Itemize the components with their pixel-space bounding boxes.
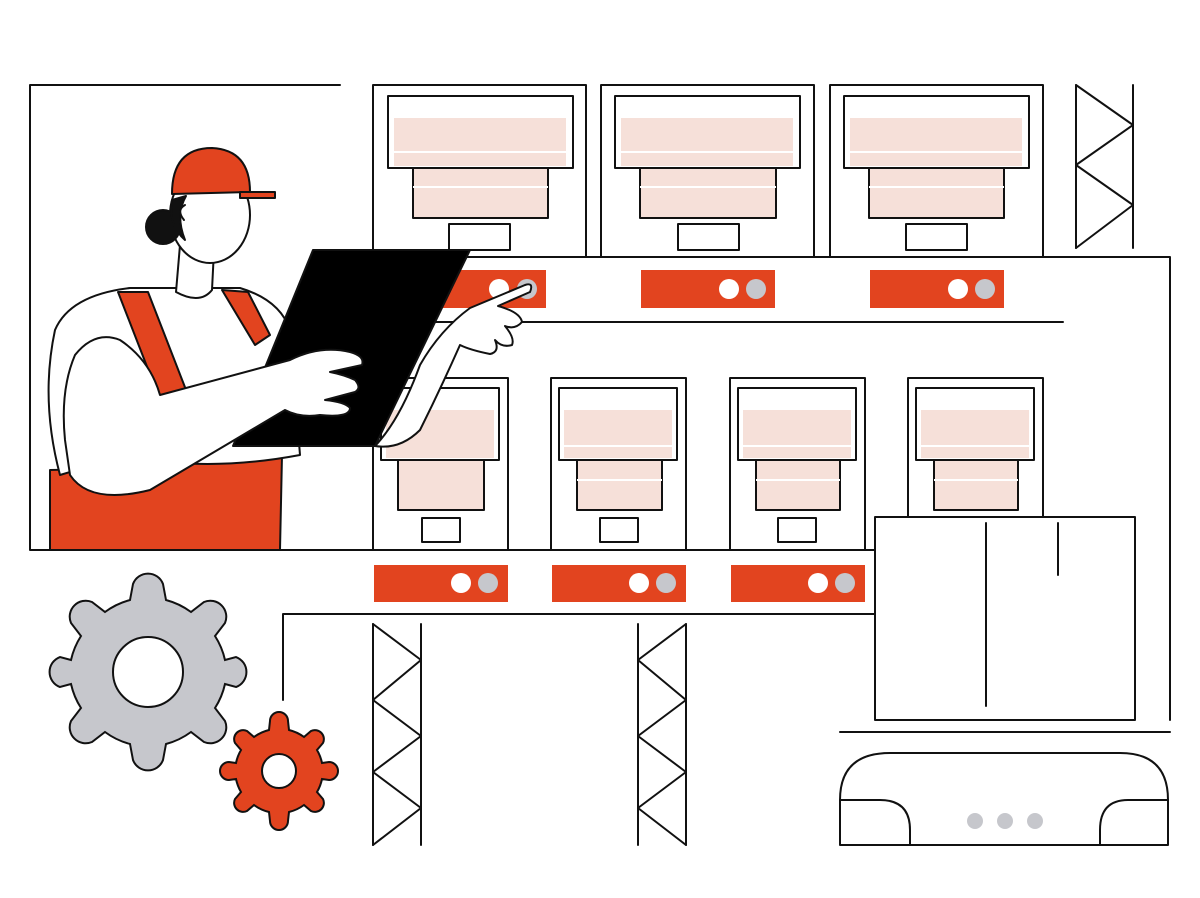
truss-bottom-middle	[637, 623, 687, 846]
machine-top-2	[614, 95, 801, 251]
truss-bottom-left	[372, 623, 422, 846]
lower-shelf-beam	[282, 613, 876, 701]
control-panel-bottom-2	[552, 565, 686, 602]
machine-top-1	[387, 95, 574, 251]
large-gear	[48, 572, 248, 772]
machine-top-3	[843, 95, 1030, 251]
worker-strap-right	[221, 289, 271, 346]
gear-icon	[48, 572, 339, 831]
worker-arm-right	[374, 283, 533, 448]
machine-bottom-3	[737, 387, 857, 543]
machine-bottom-4	[915, 387, 1035, 511]
robot-vehicle-icon	[839, 752, 1169, 846]
small-gear	[219, 711, 339, 831]
top-machines	[387, 95, 1030, 251]
worker-figure	[47, 147, 533, 551]
truss-top-right	[1075, 84, 1134, 249]
worker-arm-left	[62, 336, 364, 496]
control-panel-top-3	[870, 270, 1004, 308]
machine-bottom-2	[558, 387, 678, 543]
hard-hat-icon	[171, 147, 276, 199]
control-panel-bottom-1	[374, 565, 508, 602]
cardboard-box-icon	[874, 516, 1136, 721]
control-panel-bottom-3	[731, 565, 865, 602]
control-panel-top-2	[641, 270, 775, 308]
robot-status-dots	[967, 813, 1043, 829]
